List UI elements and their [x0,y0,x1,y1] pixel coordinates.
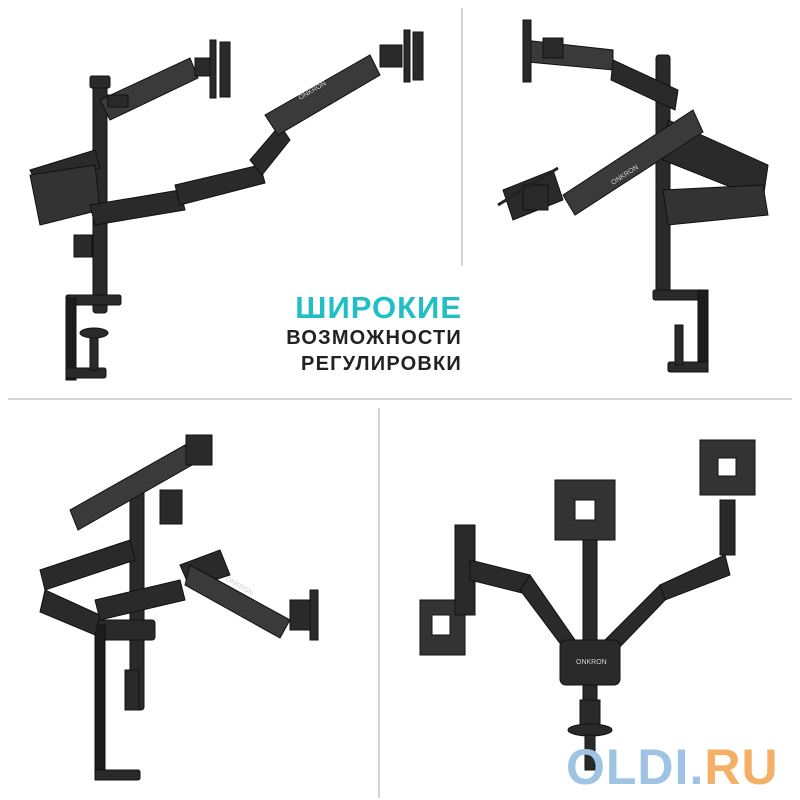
brand-logo: ONKRON [576,659,607,666]
product-photo-front-view: ONKRON [380,400,800,800]
headline-line2: ВОЗМОЖНОСТИ [286,327,462,349]
site-watermark: OLDI.RU [566,738,779,796]
product-photo-side-view: ONKRON [0,0,460,397]
headline-line3: РЕГУЛИРОВКИ [301,353,462,375]
divider-vertical-bottom [378,408,380,798]
watermark-part2: RU [704,739,779,795]
product-photo-three-quarter-view: ONKRON [0,400,378,800]
product-photo-folded-view: ONKRON [463,0,800,397]
headline-line1: ШИРОКИЕ [295,290,462,325]
divider-horizontal [8,398,792,400]
watermark-dot: . [689,739,705,795]
divider-vertical-top [461,8,463,266]
watermark-part1: OLDI [566,739,690,795]
